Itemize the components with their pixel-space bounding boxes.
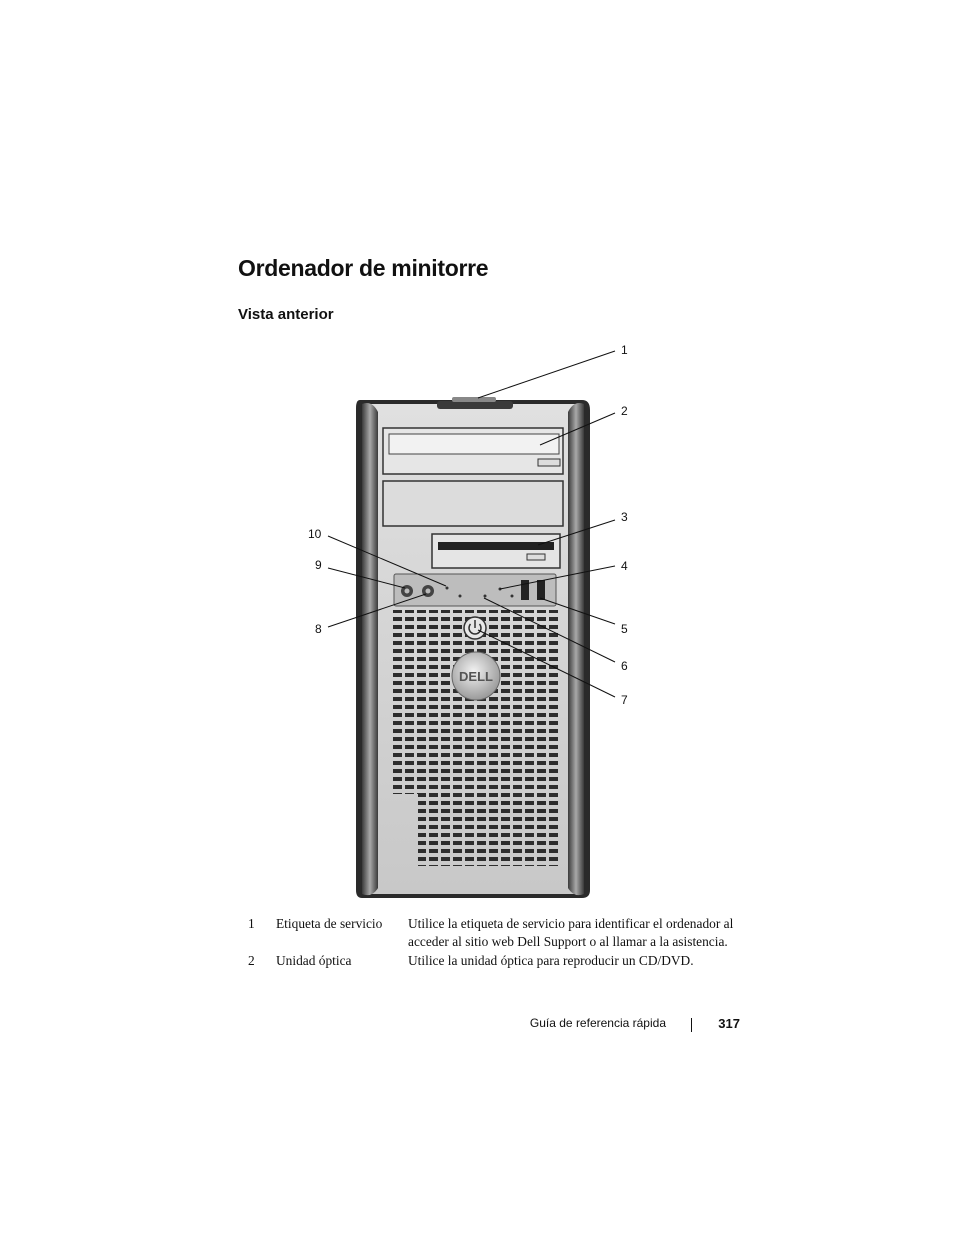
svg-text:DELL: DELL [459, 669, 493, 684]
callout-7: 7 [621, 693, 628, 707]
page-title: Ordenador de minitorre [238, 255, 489, 281]
optical-drive [382, 427, 564, 475]
callout-10: 10 [308, 527, 322, 541]
table-row: 1 Etiqueta de servicio Utilice la etique… [244, 915, 740, 952]
callout-3: 3 [621, 510, 628, 524]
table-row: 2 Unidad óptica Utilice la unidad óptica… [244, 952, 740, 972]
component-description-table: 1 Etiqueta de servicio Utilice la etique… [244, 915, 740, 972]
front-io-panel [393, 573, 557, 607]
callout-leader-lines [327, 350, 616, 698]
callout-4: 4 [621, 559, 628, 573]
callout-numbers: 1 2 3 4 5 6 7 8 9 10 [308, 343, 628, 707]
row-number: 2 [248, 953, 255, 968]
callout-9: 9 [315, 558, 322, 572]
usb-port-2 [537, 580, 545, 600]
callout-5: 5 [621, 622, 628, 636]
empty-drive-bay [382, 480, 564, 527]
row-description: Utilice la etiqueta de servicio para ide… [408, 916, 734, 949]
row-component-name: Etiqueta de servicio [276, 916, 383, 931]
service-tag [437, 401, 513, 409]
callout-2: 2 [621, 404, 628, 418]
page-number: 317 [718, 1016, 740, 1031]
footer-divider [691, 1018, 692, 1032]
service-tag-tab [452, 397, 496, 402]
usb-port-1 [521, 580, 529, 600]
diagnostic-light [445, 586, 449, 590]
front-vents [393, 610, 558, 866]
optical-eject-button [537, 458, 561, 467]
row-description: Utilice la unidad óptica para reproducir… [408, 953, 694, 968]
section-title: Vista anterior [238, 306, 334, 323]
callout-1: 1 [621, 343, 628, 357]
callout-6: 6 [621, 659, 628, 673]
dell-logo: DELL [451, 651, 501, 701]
footer-document-title: Guía de referencia rápida [529, 1016, 666, 1030]
row-number: 1 [248, 916, 255, 931]
callout-8: 8 [315, 622, 322, 636]
floppy-drive [431, 533, 561, 569]
power-button [463, 616, 487, 640]
row-component-name: Unidad óptica [276, 953, 352, 968]
